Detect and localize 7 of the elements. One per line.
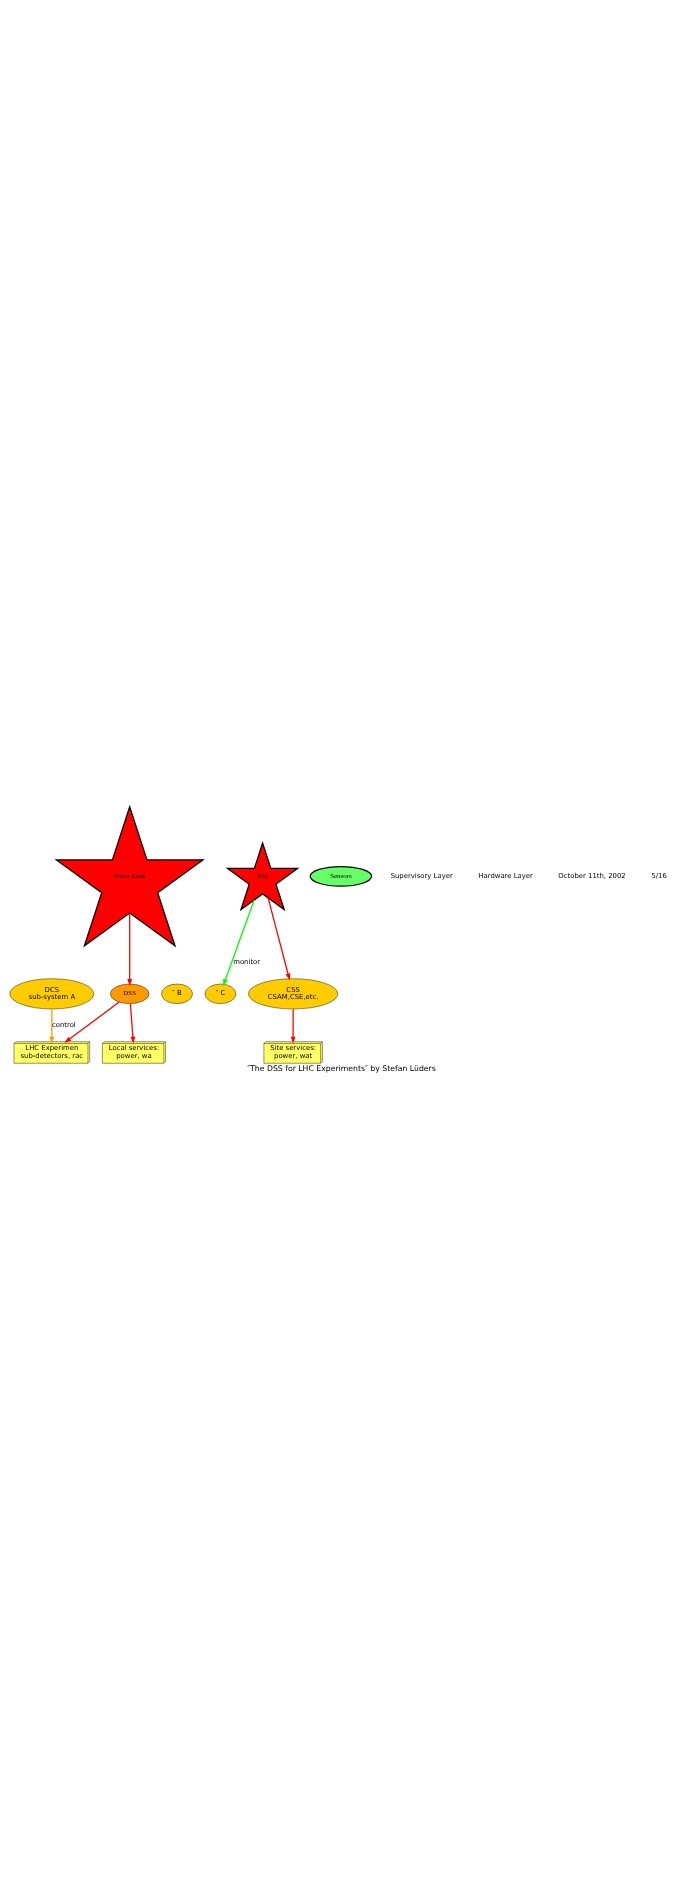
arrow	[64, 1000, 120, 1043]
arrow	[267, 896, 291, 980]
arrow	[290, 1008, 296, 1044]
arrow	[129, 1002, 136, 1044]
arrow	[49, 1008, 55, 1044]
arrow	[127, 912, 133, 986]
arrow	[223, 898, 255, 986]
